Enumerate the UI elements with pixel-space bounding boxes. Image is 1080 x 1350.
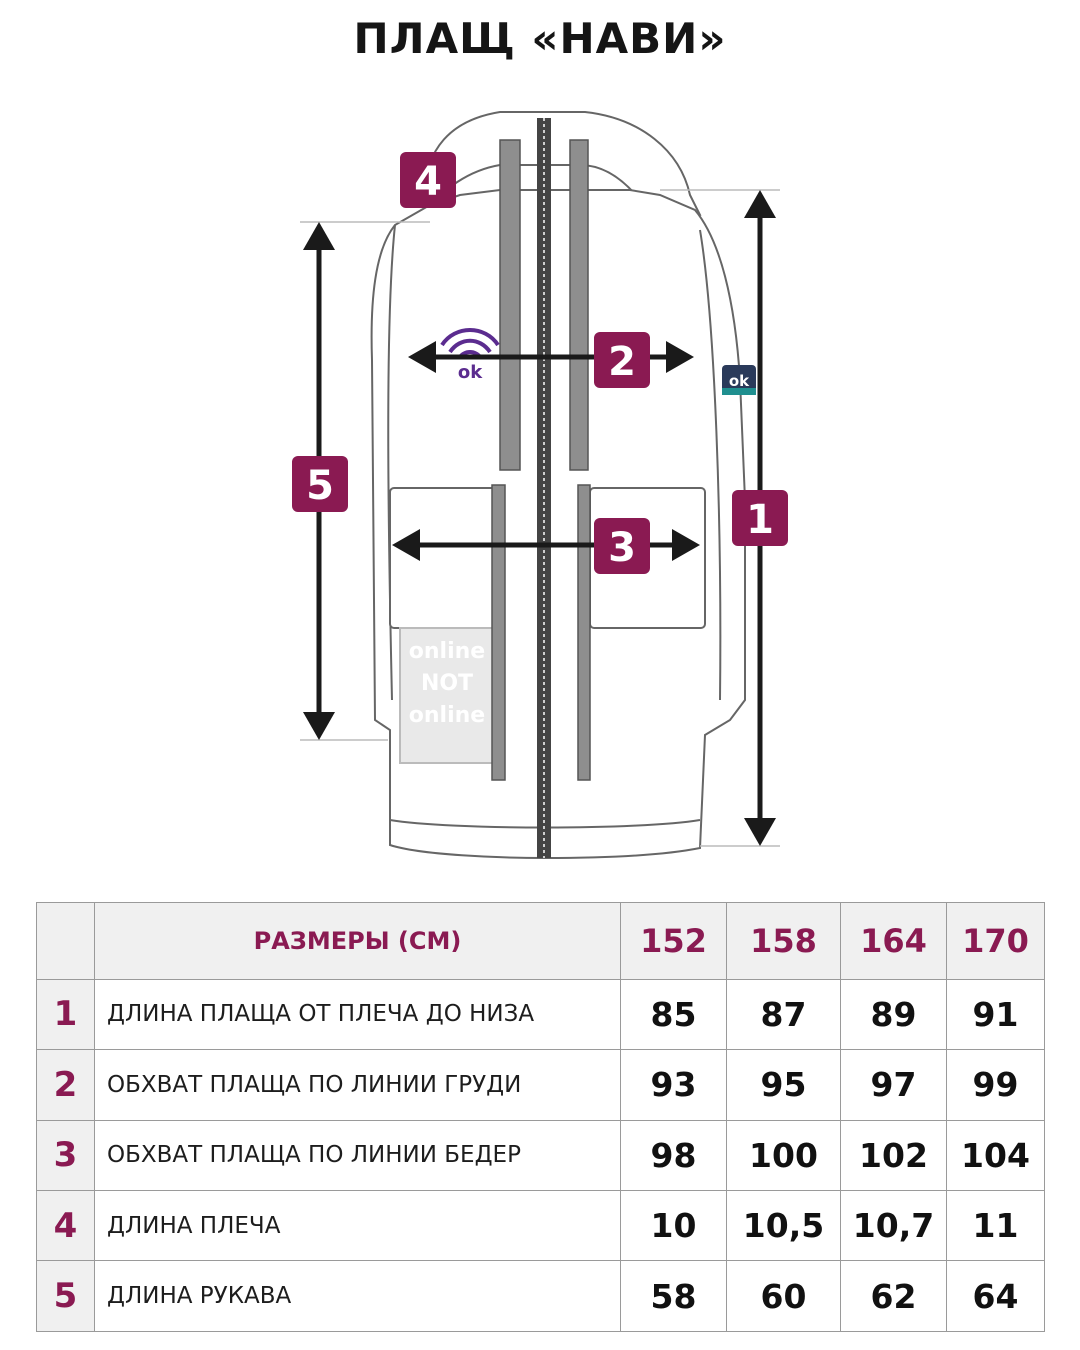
watermark: online NOT online: [409, 639, 485, 728]
row-value: 99: [946, 1049, 1045, 1121]
row-number: 2: [36, 1049, 95, 1121]
badge-2: 2: [594, 332, 650, 388]
row-value: 11: [946, 1189, 1045, 1262]
svg-text:online: online: [409, 703, 485, 728]
row-value: 87: [726, 978, 841, 1051]
svg-text:3: 3: [608, 525, 636, 571]
table-row: 1 ДЛИНА ПЛАЩА ОТ ПЛЕЧА ДО НИЗА 85 87 89 …: [36, 978, 1045, 1051]
row-value: 10,7: [840, 1189, 947, 1262]
row-number: 5: [36, 1260, 95, 1332]
ok-logo-icon: ok: [440, 328, 500, 383]
table-row: 5 ДЛИНА РУКАВА 58 60 62 64: [36, 1260, 1045, 1332]
row-value: 95: [726, 1049, 841, 1121]
row-value: 10: [620, 1189, 727, 1262]
table-header-row: РАЗМЕРЫ (СМ) 152 158 164 170: [36, 902, 1045, 980]
row-value: 100: [726, 1119, 841, 1191]
row-value: 64: [946, 1260, 1045, 1332]
row-number: 1: [36, 978, 95, 1051]
size-table-wrap: РАЗМЕРЫ (СМ) 152 158 164 170 1 ДЛИНА ПЛА…: [36, 902, 1045, 1332]
badge-3: 3: [594, 518, 650, 574]
page-title: ПЛАЩ «НАВИ»: [353, 14, 727, 63]
table-row: 2 ОБХВАТ ПЛАЩА ПО ЛИНИИ ГРУДИ 93 95 97 9…: [36, 1049, 1045, 1121]
coat-diagram: online NOT online ok ok: [292, 111, 788, 860]
row-value: 97: [840, 1049, 947, 1121]
row-value: 85: [620, 978, 727, 1051]
row-value: 98: [620, 1119, 727, 1191]
row-label: ДЛИНА РУКАВА: [94, 1260, 621, 1332]
row-number: 4: [36, 1189, 95, 1262]
svg-text:NOT: NOT: [421, 671, 473, 696]
row-value: 89: [840, 978, 947, 1051]
size-header: 158: [726, 902, 841, 980]
table-row: 3 ОБХВАТ ПЛАЩА ПО ЛИНИИ БЕДЕР 98 100 102…: [36, 1119, 1045, 1191]
svg-text:1: 1: [746, 497, 774, 543]
row-value: 10,5: [726, 1189, 841, 1262]
size-header: 152: [620, 902, 727, 980]
size-table: РАЗМЕРЫ (СМ) 152 158 164 170 1 ДЛИНА ПЛА…: [36, 902, 1045, 1332]
sleeve-patch-icon: ok: [722, 365, 756, 395]
header-corner-cell: [36, 902, 95, 980]
coat-outline: [370, 111, 746, 860]
row-label: ОБХВАТ ПЛАЩА ПО ЛИНИИ БЕДЕР: [94, 1119, 621, 1191]
zipper: [537, 118, 551, 858]
size-header: 170: [946, 902, 1045, 980]
row-number: 3: [36, 1119, 95, 1191]
row-value: 60: [726, 1260, 841, 1332]
row-value: 58: [620, 1260, 727, 1332]
badge-4: 4: [400, 152, 456, 208]
svg-text:2: 2: [608, 339, 636, 385]
arrow-heads: [303, 190, 776, 846]
row-label: ДЛИНА ПЛЕЧА: [94, 1189, 621, 1262]
size-header: 164: [840, 902, 947, 980]
row-label: ОБХВАТ ПЛАЩА ПО ЛИНИИ ГРУДИ: [94, 1049, 621, 1121]
row-value: 91: [946, 978, 1045, 1051]
svg-text:online: online: [409, 639, 485, 664]
svg-text:ok: ok: [729, 372, 750, 390]
row-value: 93: [620, 1049, 727, 1121]
row-value: 102: [840, 1119, 947, 1191]
svg-text:5: 5: [306, 463, 334, 509]
row-value: 104: [946, 1119, 1045, 1191]
table-row: 4 ДЛИНА ПЛЕЧА 10 10,5 10,7 11: [36, 1189, 1045, 1262]
svg-text:4: 4: [414, 159, 442, 205]
row-value: 62: [840, 1260, 947, 1332]
badge-1: 1: [732, 490, 788, 546]
drawstrings: [491, 139, 591, 781]
svg-text:ok: ok: [458, 362, 483, 383]
row-label: ДЛИНА ПЛАЩА ОТ ПЛЕЧА ДО НИЗА: [94, 978, 621, 1051]
header-label: РАЗМЕРЫ (СМ): [94, 902, 621, 980]
badge-5: 5: [292, 456, 348, 512]
